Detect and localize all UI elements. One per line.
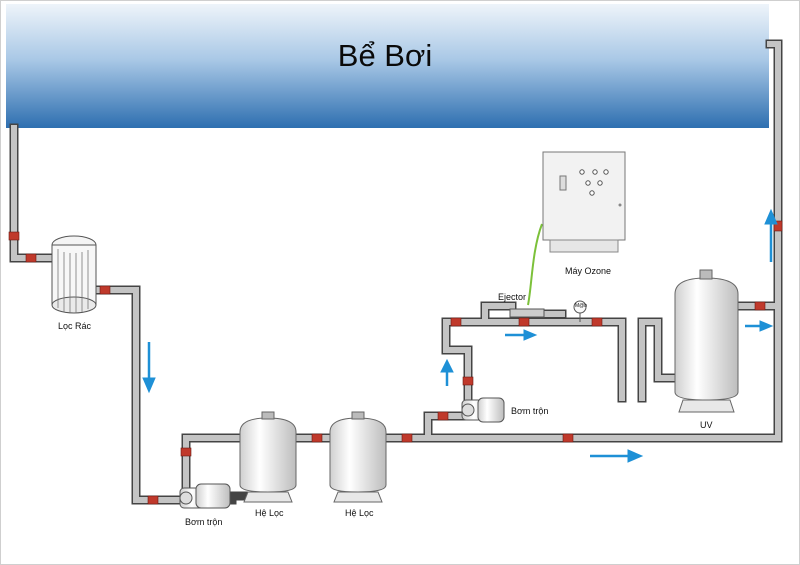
ozone-machine [542,151,626,253]
pump-1 [179,483,231,509]
pool [6,4,769,128]
arrow-right-icon [745,320,774,332]
filter-1-label: Hệ Lọc [255,508,284,518]
ejector [509,308,545,318]
arrow-up-icon [764,208,778,262]
arrow-right-icon [505,329,538,341]
pump-2-label: Bơm trộn [511,406,549,416]
pool-title: Bể Bơi [337,38,433,73]
trash-filter [51,235,97,314]
uv-tank [674,269,739,413]
arrow-right-icon [590,449,644,463]
pump-1-label: Bơm trộn [185,517,223,527]
filter-tank-2 [329,411,387,503]
uv-label: UV [700,420,713,430]
ozone-feed-line [527,223,543,306]
arrow-down-icon [142,342,156,394]
filter-2-label: Hệ Lọc [345,508,374,518]
ozone-machine-label: Máy Ozone [565,266,612,276]
filter-tank-1 [239,411,297,503]
arrow-up-icon [440,358,454,386]
flow-arrows [142,208,778,463]
valve-icons [8,220,783,505]
pump-2 [461,397,505,423]
pressure-gauge [573,300,587,322]
gauge-label: M@b [575,303,588,309]
trash-filter-label: Lọc Rác [58,321,92,331]
ejector-label: Ejector [498,292,527,302]
